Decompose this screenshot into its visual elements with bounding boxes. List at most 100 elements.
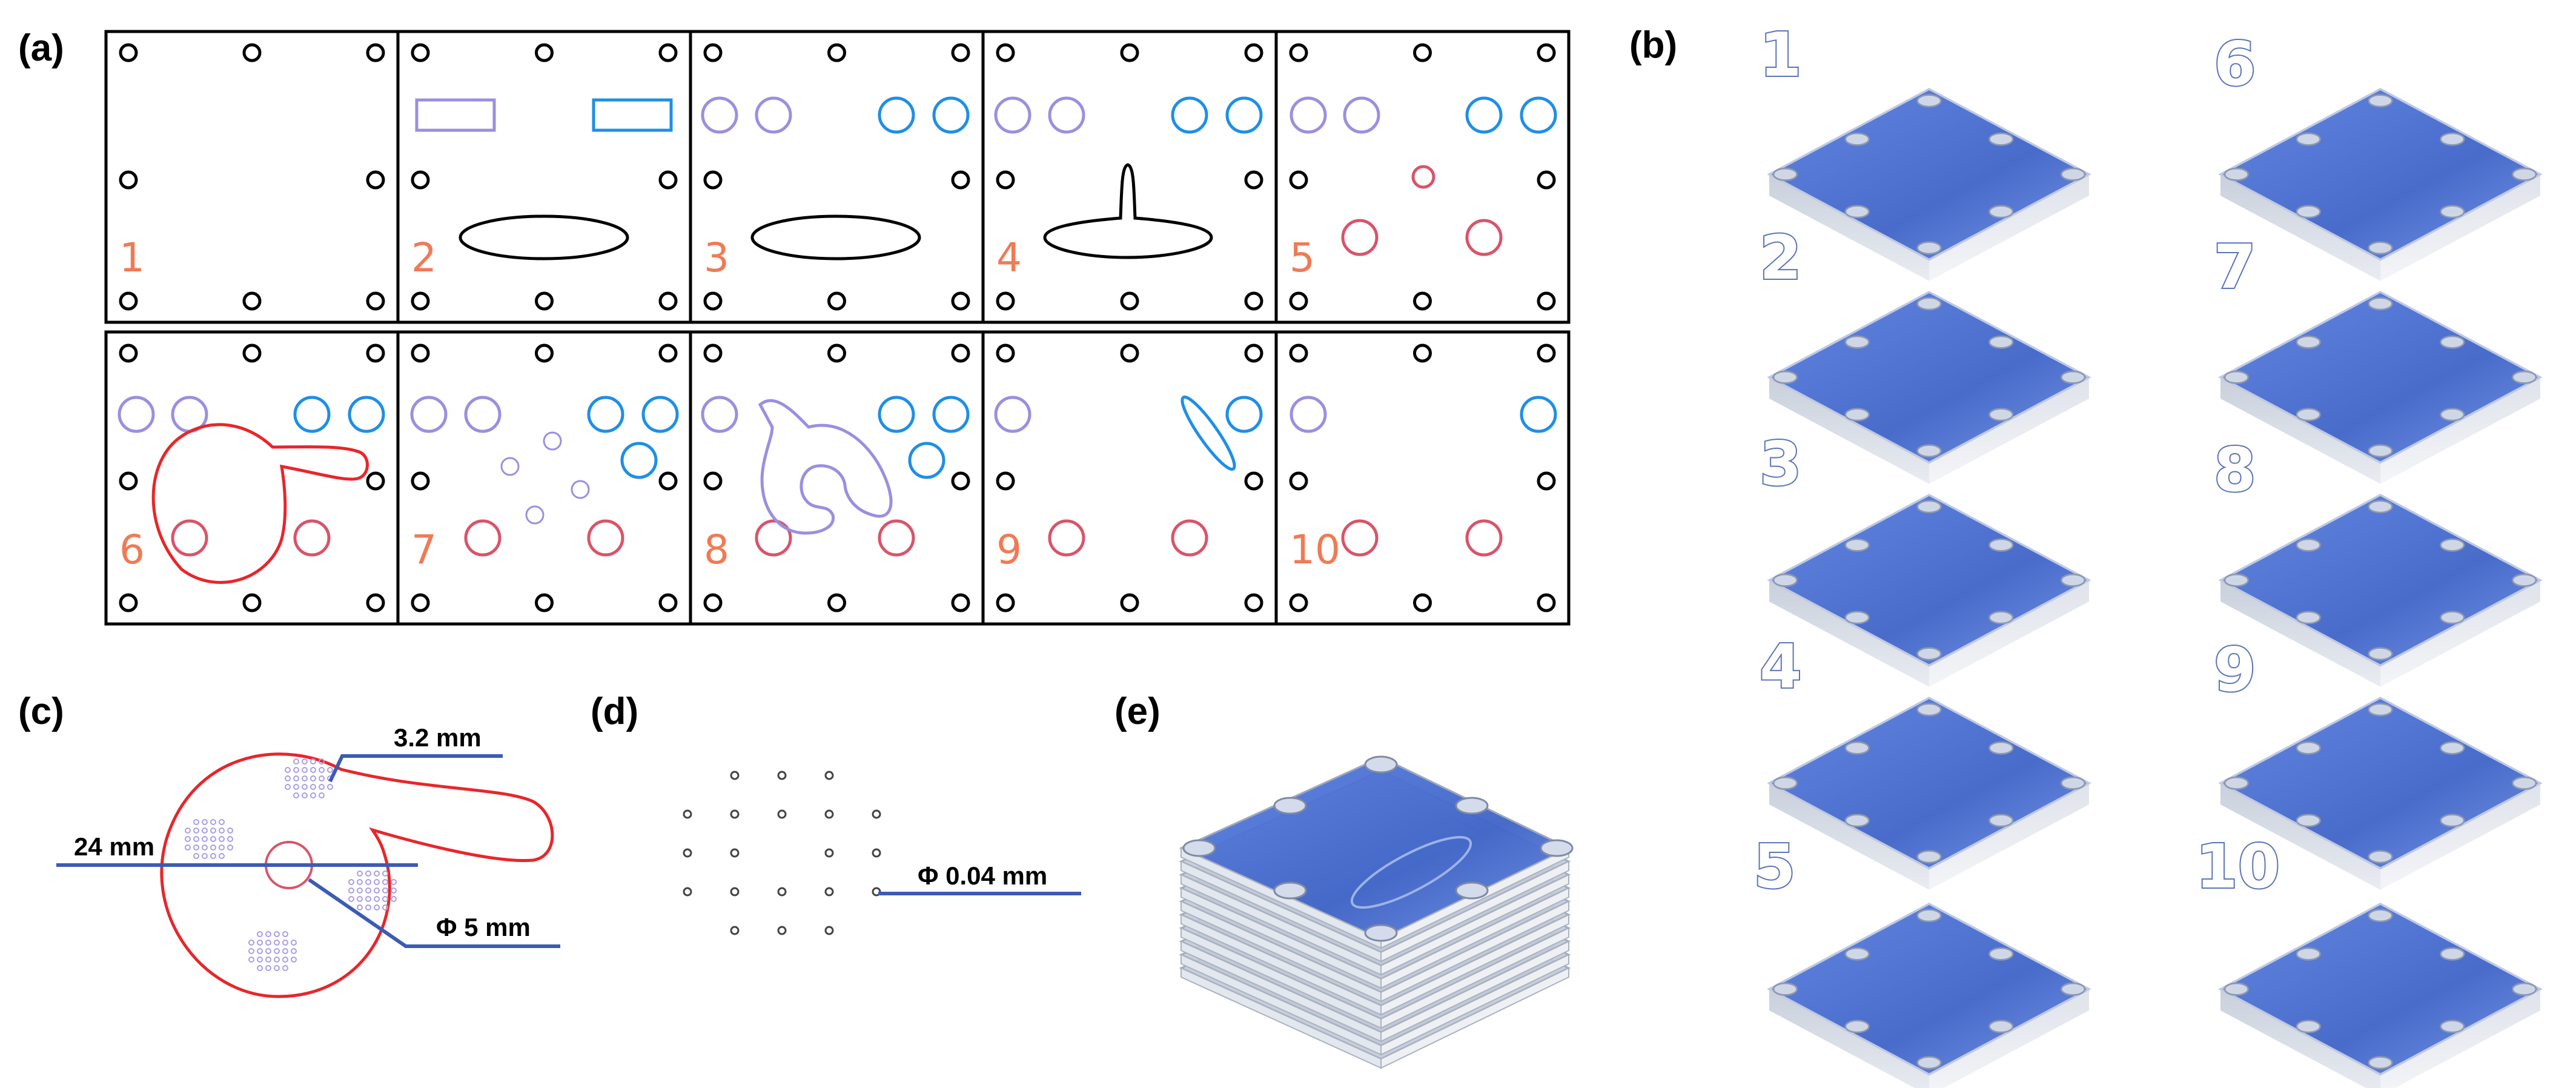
hole-diameter-label: Φ 5 mm xyxy=(436,913,531,941)
chamber-outline xyxy=(160,752,554,998)
stack-layer-edge xyxy=(1380,874,1569,976)
stack-layer-edge xyxy=(1380,900,1569,1003)
alignment-hole xyxy=(827,291,846,311)
cell2-chamber-ellipse xyxy=(459,214,629,260)
panel-label-c: (c) xyxy=(18,691,64,732)
alignment-hole xyxy=(1413,593,1432,612)
alignment-hole xyxy=(1537,43,1556,62)
alignment-hole xyxy=(658,170,678,190)
dimension-lines xyxy=(56,754,560,948)
alignment-hole xyxy=(411,343,430,363)
pore xyxy=(777,887,787,897)
render-tile-10 xyxy=(2219,903,2541,1088)
layer-number-1: 1 xyxy=(119,234,145,281)
stack-alignment-hole xyxy=(1364,924,1398,942)
alignment-hole xyxy=(996,593,1015,612)
cell4-ports xyxy=(994,96,1263,134)
alignment-hole xyxy=(366,170,385,190)
render-number-8: 8 xyxy=(2214,434,2256,505)
render-tile-2 xyxy=(1768,291,2090,485)
alignment-hole xyxy=(1289,343,1308,363)
pore-diameter-label: Φ 0.04 mm xyxy=(918,861,1047,890)
alignment-hole xyxy=(996,170,1015,190)
cell10-ports xyxy=(1290,396,1557,557)
panel-label-e: (e) xyxy=(1114,691,1161,732)
pore xyxy=(683,809,692,819)
pore xyxy=(824,809,834,819)
alignment-hole xyxy=(1537,593,1556,612)
alignment-hole xyxy=(119,471,138,491)
alignment-hole xyxy=(658,593,678,612)
alignment-hole xyxy=(242,593,262,612)
layer-number-4: 4 xyxy=(996,234,1022,281)
render-tile-3 xyxy=(1768,494,2090,688)
stack-layer-edge xyxy=(1380,967,1569,1069)
alignment-hole xyxy=(1413,43,1432,62)
render-number-2: 2 xyxy=(1760,222,1802,293)
cell6-keyhole-chamber xyxy=(151,423,369,584)
layer-number-10: 10 xyxy=(1290,526,1340,573)
render-number-5: 5 xyxy=(1753,831,1796,902)
alignment-hole xyxy=(411,471,430,491)
alignment-hole xyxy=(996,43,1015,62)
pore xyxy=(730,809,740,819)
alignment-hole xyxy=(951,170,970,190)
alignment-hole xyxy=(1537,170,1556,190)
layer-number-3: 3 xyxy=(704,234,729,281)
alignment-hole xyxy=(535,593,554,612)
stack-alignment-hole xyxy=(1182,839,1216,857)
render-number-7: 7 xyxy=(2214,231,2256,302)
outer-diameter-label: 24 mm xyxy=(74,832,154,861)
alignment-hole xyxy=(411,593,430,612)
alignment-hole xyxy=(703,170,723,190)
cell8-ports xyxy=(701,396,970,557)
render-tile-6 xyxy=(2219,88,2541,282)
alignment-hole xyxy=(535,291,554,311)
pore-groups xyxy=(185,758,397,971)
cell8-spiral-chamber xyxy=(758,399,893,535)
stack-alignment-hole xyxy=(1273,797,1307,815)
layer-number-7: 7 xyxy=(411,526,437,573)
alignment-hole xyxy=(119,343,138,363)
alignment-hole xyxy=(658,291,678,311)
render-tile-8 xyxy=(2219,494,2541,688)
panel-e-stacked-device xyxy=(1179,755,1574,1069)
cell2-purple-rect xyxy=(415,98,496,132)
render-number-1: 1 xyxy=(1760,19,1802,90)
alignment-hole xyxy=(827,43,846,62)
layer-number-2: 2 xyxy=(411,234,437,281)
alignment-hole xyxy=(996,291,1015,311)
panel-label-d: (d) xyxy=(591,691,638,732)
stack-layer-edge xyxy=(1380,954,1569,1056)
stack-alignment-hole xyxy=(1273,881,1307,900)
render-number-9: 9 xyxy=(2214,634,2256,705)
alignment-hole xyxy=(658,343,678,363)
render-number-10: 10 xyxy=(2196,831,2280,902)
alignment-hole xyxy=(119,593,138,612)
render-tile-7 xyxy=(2219,291,2541,485)
pore xyxy=(824,848,834,858)
render-tile-1 xyxy=(1768,88,2090,282)
alignment-hole xyxy=(1120,343,1139,363)
layer-cell-frame xyxy=(689,30,985,324)
alignment-hole xyxy=(119,291,138,311)
pore xyxy=(872,848,881,858)
panel-label-a: (a) xyxy=(18,27,64,69)
pore xyxy=(824,771,834,780)
alignment-hole xyxy=(535,43,554,62)
alignment-hole xyxy=(535,343,554,363)
alignment-hole xyxy=(1120,593,1139,612)
render-number-4: 4 xyxy=(1760,631,1802,702)
alignment-hole xyxy=(1289,291,1308,311)
alignment-hole xyxy=(1244,471,1263,491)
render-tile-5 xyxy=(1768,903,2090,1088)
alignment-hole xyxy=(827,343,846,363)
alignment-hole xyxy=(242,291,262,311)
alignment-hole xyxy=(1289,43,1308,62)
pore xyxy=(683,887,692,897)
layer-number-6: 6 xyxy=(119,526,145,573)
layer-cell-frame xyxy=(104,30,400,324)
alignment-hole xyxy=(1413,343,1432,363)
